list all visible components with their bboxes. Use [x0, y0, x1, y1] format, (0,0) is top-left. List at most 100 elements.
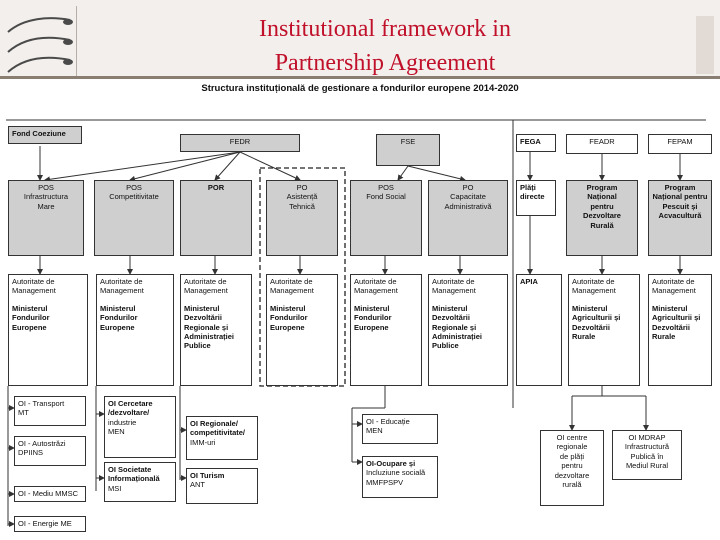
- ministry-name: Dezvoltării: [184, 313, 222, 323]
- managing-authority-madr-1-box: Autoritate de Management Ministerul Agri…: [568, 274, 640, 386]
- oi-educatie-box: OI - Educație MEN: [362, 414, 438, 444]
- oi-regionale-box: OI Regionale/ competitivitate/ IMM-uri: [186, 416, 258, 460]
- program-line: Administrativă: [444, 201, 492, 211]
- ministry-name: Dezvoltării: [572, 322, 610, 332]
- oi-line: Incluziune socială: [366, 468, 426, 478]
- ministry-name: Ministerul: [354, 303, 390, 313]
- program-line: Program: [664, 183, 696, 192]
- fund-fedr-box: FEDR: [180, 134, 300, 152]
- oi-line: OI - Transport: [18, 399, 65, 408]
- fund-label: FEGA: [520, 137, 541, 146]
- oi-line: de plăți: [559, 451, 585, 461]
- ministry-name: Fondurilor: [12, 313, 50, 323]
- diagram-title: Structura instituțională de gestionare a…: [201, 83, 519, 94]
- oi-mediu-box: OI - Mediu MMSC: [14, 486, 86, 502]
- oi-line: MT: [18, 408, 29, 418]
- ministry-name: Administrației: [432, 331, 483, 341]
- program-line: Mare: [37, 201, 55, 211]
- authority-label: Autoritate de: [652, 277, 695, 286]
- ministry-name: Europene: [354, 322, 389, 332]
- oi-line: OI - Mediu MMSC: [18, 489, 79, 498]
- authority-label: Management: [652, 286, 696, 296]
- slide-title-line-1: Institutional framework in: [259, 16, 511, 42]
- program-line: Infrastructura: [23, 192, 69, 202]
- oi-line: MMFPSPV: [366, 477, 404, 487]
- authority-label: Management: [572, 286, 616, 296]
- authority-label: Management: [100, 286, 144, 296]
- oi-line: OI Regionale/: [190, 419, 238, 428]
- oi-line: OI centre: [556, 433, 588, 442]
- oi-ocupare-box: OI-Ocupare și Incluziune socială MMFPSPV: [362, 456, 438, 498]
- oi-line: MEN: [108, 427, 125, 437]
- program-po-asistenta-box: PO Asistență Tehnică: [266, 180, 338, 256]
- oi-line: industrie: [108, 417, 137, 427]
- oi-line: Informațională: [108, 474, 160, 484]
- program-line: POS: [126, 183, 142, 192]
- authority-label: Autoritate de: [12, 277, 55, 286]
- program-pos-competitivitate-box: POS Competitivitate: [94, 180, 174, 256]
- program-pos-infrastructura-box: POS Infrastructura Mare: [8, 180, 84, 256]
- authority-label: Management: [184, 286, 228, 296]
- header-banner: [0, 0, 720, 78]
- managing-authority-mfe-1-box: Autoritate de Management Ministerul Fond…: [8, 274, 88, 386]
- program-pos-fond-social-box: POS Fond Social: [350, 180, 422, 256]
- oi-turism-box: OI Turism ANT: [186, 468, 258, 504]
- oi-line: OI - Autostrăzi: [18, 439, 66, 448]
- managing-authority-mdrap-1-box: Autoritate de Management Ministerul Dezv…: [180, 274, 252, 386]
- authority-label: Autoritate de: [184, 277, 227, 286]
- ministry-name: Dezvoltării: [652, 322, 690, 332]
- ministry-name: Ministerul: [270, 303, 306, 313]
- managing-authority-mdrap-2-box: Autoritate de Management Ministerul Dezv…: [428, 274, 508, 386]
- oi-line: MSI: [108, 483, 122, 493]
- program-po-capacitate-box: PO Capacitate Administrativă: [428, 180, 508, 256]
- oi-line: OI-Ocupare și: [366, 459, 416, 468]
- program-line: Național pentru: [652, 192, 708, 202]
- program-line: Rurală: [590, 220, 614, 230]
- authority-label: Autoritate de: [572, 277, 615, 286]
- fund-fega-box: FEGA: [516, 134, 556, 152]
- program-line: Competitivitate: [109, 192, 159, 202]
- program-line: PO: [296, 183, 308, 192]
- program-pnpa-box: Program Național pentru Pescuit și Acvac…: [648, 180, 712, 256]
- fund-feadr-box: FEADR: [566, 134, 638, 154]
- oi-line: OI Societate: [108, 465, 152, 474]
- authority-label: Management: [432, 286, 476, 296]
- managing-authority-madr-2-box: Autoritate de Management Ministerul Agri…: [648, 274, 712, 386]
- oi-line: Infrastructură: [624, 442, 670, 452]
- oi-line: /dezvoltare/: [108, 408, 150, 418]
- program-line: pentru: [590, 201, 614, 211]
- program-line: Program: [586, 183, 618, 192]
- program-line: Fond Social: [366, 192, 406, 202]
- fund-fepam-box: FEPAM: [648, 134, 712, 154]
- oi-line: ANT: [190, 480, 205, 490]
- ministry-name: Publice: [432, 341, 459, 351]
- fund-label: Fond Coeziune: [12, 129, 66, 138]
- oi-line: competitivitate/: [190, 428, 246, 438]
- program-line: Dezvoltare: [583, 211, 621, 221]
- oi-societate-informationala-box: OI Societate Informațională MSI: [104, 462, 176, 502]
- program-line: directe: [520, 192, 545, 202]
- program-line: PO: [462, 183, 474, 192]
- ministry-name: Publice: [184, 341, 211, 351]
- program-line: POR: [207, 183, 225, 192]
- program-line: Asistență: [286, 192, 318, 202]
- ministry-name: Regionale și: [184, 322, 229, 332]
- program-pndr-box: Program Național pentru Dezvoltare Rural…: [566, 180, 638, 256]
- fund-label: FSE: [400, 137, 416, 146]
- oi-line: OI MDRAP: [628, 433, 666, 442]
- oi-mdrap-rural-box: OI MDRAP Infrastructură Publică în Mediu…: [612, 430, 682, 480]
- ministry-name: Fondurilor: [270, 313, 308, 323]
- program-line: Tehnică: [289, 201, 315, 211]
- apia-box: APIA: [516, 274, 562, 386]
- slide-title-line-2: Partnership Agreement: [274, 50, 496, 76]
- program-line: Național: [587, 192, 617, 202]
- ministry-name: Fondurilor: [354, 313, 392, 323]
- program-line: POS: [38, 183, 54, 192]
- header-rule: [0, 76, 720, 79]
- ministry-name: Fondurilor: [100, 313, 138, 323]
- oi-line: OI Turism: [190, 471, 225, 480]
- oi-line: OI - Educație: [366, 417, 410, 426]
- oi-line: regionale: [556, 442, 588, 452]
- authority-label: Management: [354, 286, 398, 296]
- ministry-name: Ministerul: [432, 303, 468, 313]
